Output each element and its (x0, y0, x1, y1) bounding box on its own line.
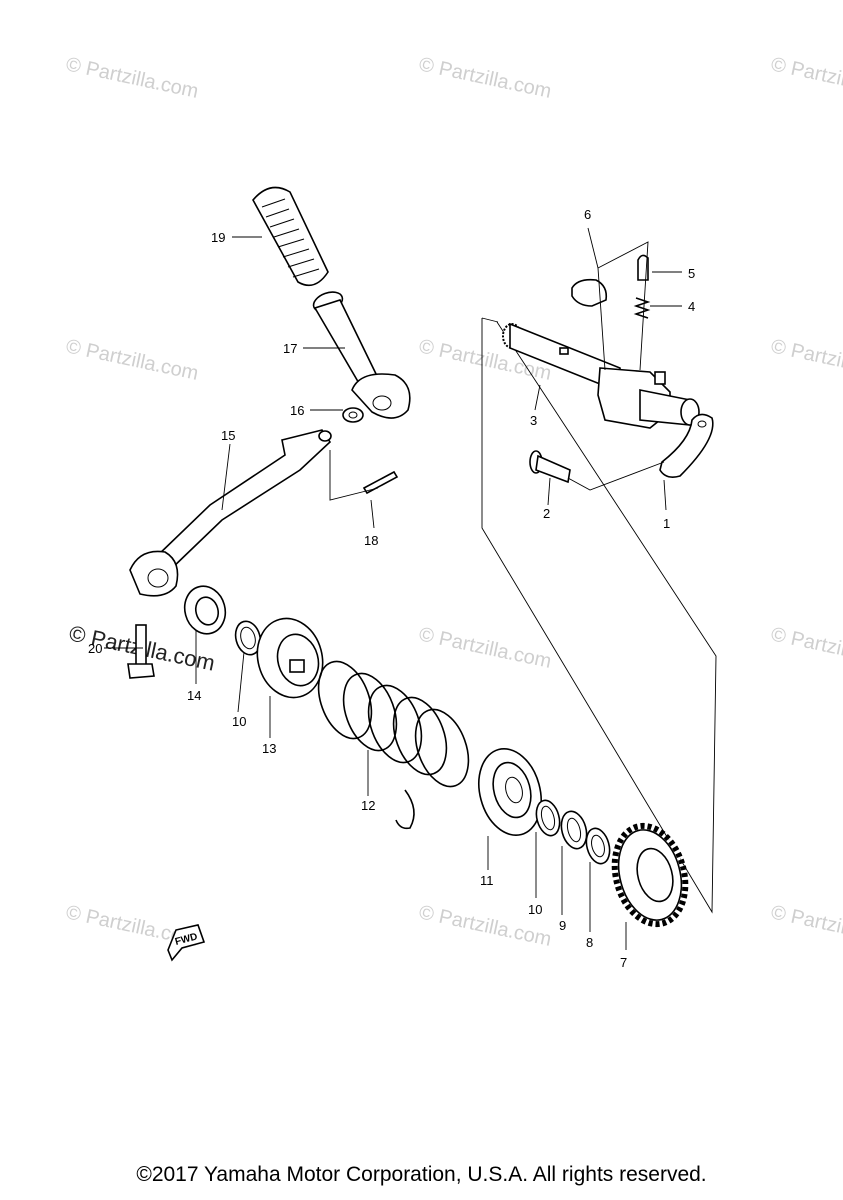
callout-10: 10 (528, 902, 542, 917)
kick-gear-part (611, 822, 689, 928)
copyright-notice: ©2017 Yamaha Motor Corporation, U.S.A. A… (136, 1163, 707, 1186)
grip-part (252, 186, 329, 287)
watermark: © Partzilla.com (769, 53, 843, 103)
callout-16: 16 (290, 403, 304, 418)
callout-6: 6 (584, 207, 591, 222)
ratchet-clip-part (571, 278, 608, 307)
callout-8: 8 (586, 935, 593, 950)
watermark: © Partzilla.com (769, 901, 843, 951)
watermark: © Partzilla.com (64, 335, 200, 385)
callout-7: 7 (620, 955, 627, 970)
watermark: © Partzilla.com (417, 53, 553, 103)
forward-arrow: FWD (167, 924, 206, 962)
washer-part (342, 407, 364, 423)
watermark: © Partzilla.com (64, 53, 200, 103)
callout-2: 2 (543, 506, 550, 521)
callout-19: 19 (211, 230, 225, 245)
callout-labels: 1 2 3 4 5 6 7 8 9 10 10 11 12 13 14 15 1… (88, 207, 695, 970)
callout-12: 12 (361, 798, 375, 813)
screw-part (529, 450, 571, 484)
callout-14: 14 (187, 688, 201, 703)
spring-guide-part (256, 617, 324, 699)
callout-18: 18 (364, 533, 378, 548)
assembly-bracket (481, 317, 717, 914)
stopper-plate-part (659, 413, 714, 478)
kick-crank-part (129, 429, 332, 597)
callout-4: 4 (688, 299, 695, 314)
callout-1: 1 (663, 516, 670, 531)
callout-11: 11 (480, 873, 494, 888)
callout-17: 17 (283, 341, 297, 356)
guide-pin-part (637, 254, 649, 281)
watermark-layer: © Partzilla.com © Partzilla.com © Partzi… (64, 53, 843, 951)
watermark: © Partzilla.com (769, 335, 843, 385)
watermark: © Partzilla.com (417, 623, 553, 673)
watermark: © Partzilla.com (769, 623, 843, 673)
callout-13: 13 (262, 741, 276, 756)
bolt-part (127, 624, 155, 679)
callout-3: 3 (530, 413, 537, 428)
oil-seal-part (183, 585, 227, 635)
callout-10: 10 (232, 714, 246, 729)
torsion-spring-part (317, 660, 470, 830)
callout-15: 15 (221, 428, 235, 443)
leader-lines (104, 227, 682, 950)
washer-part (560, 810, 588, 850)
spring-plate-part (478, 747, 542, 837)
callout-20: 20 (88, 641, 102, 656)
callout-9: 9 (559, 918, 566, 933)
callout-5: 5 (688, 266, 695, 281)
small-spring-part (633, 297, 651, 319)
washer-part (585, 827, 611, 865)
kick-arm-upper-part (312, 291, 411, 419)
